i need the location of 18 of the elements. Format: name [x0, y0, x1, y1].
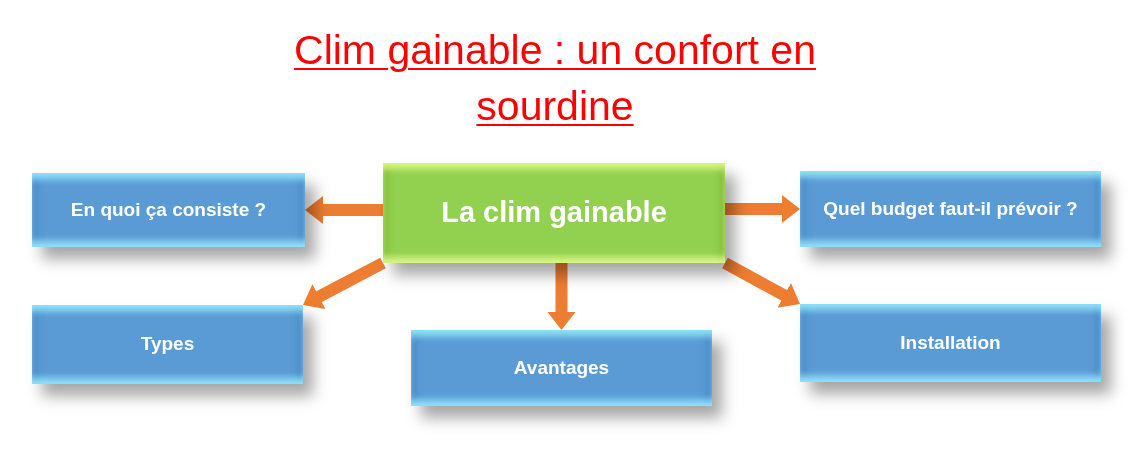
box-label: Types: [140, 332, 195, 357]
box-label: Installation: [900, 330, 1001, 355]
subtopic-box: [32, 173, 305, 247]
block-arrow: [300, 257, 386, 311]
topic-box: [383, 163, 725, 263]
subtopic-box: [800, 171, 1101, 247]
block-arrow: [547, 263, 576, 330]
subtopic-box: [411, 330, 712, 406]
box-label: En quoi ça consiste ?: [70, 197, 267, 222]
box-label: Quel budget faut-il prévoir ?: [823, 196, 1078, 221]
box-label: Avantages: [513, 355, 610, 380]
block-arrow: [305, 196, 383, 224]
diagram-title: Clim gainable : un confort en sourdine: [293, 26, 817, 131]
subtopic-box: [800, 304, 1101, 382]
subtopic-box: [32, 305, 303, 384]
box-label: La clim gainable: [441, 195, 667, 231]
block-arrow: [722, 257, 803, 310]
block-arrow: [725, 195, 800, 223]
